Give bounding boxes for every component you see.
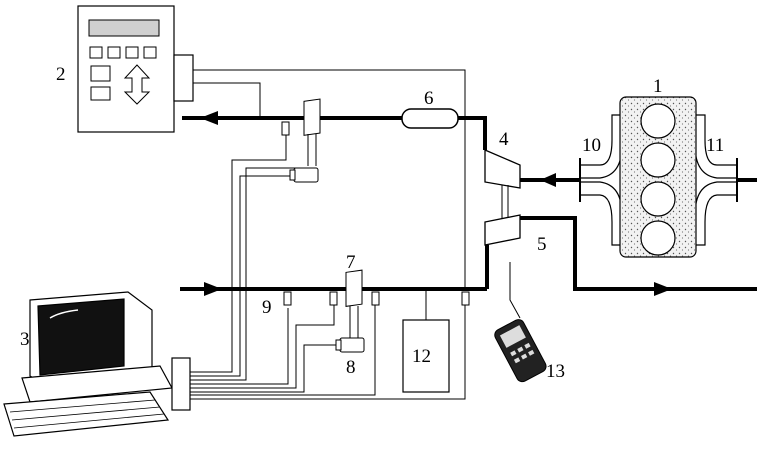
controller-unit (77, 5, 194, 133)
monitor-screen (37, 298, 125, 376)
compressor-wheel (484, 149, 521, 189)
bottom-flowmeter-assembly (335, 269, 365, 353)
controller-key (107, 46, 121, 59)
cylinder (640, 220, 676, 256)
temperature-sensor (283, 291, 292, 306)
computer (3, 291, 191, 437)
label-pressure-transducer: 8 (346, 357, 356, 378)
label-compressor: 4 (499, 129, 509, 150)
pressure-tap (461, 291, 470, 306)
label-engine: 1 (653, 76, 663, 97)
label-unit-12: 12 (412, 346, 431, 367)
label-exhaust-manifold: 11 (706, 135, 724, 156)
controller-key (90, 86, 111, 101)
controller-key (89, 46, 103, 59)
cylinder (640, 103, 676, 139)
pc-interface-connector (171, 357, 191, 411)
meter-display (499, 325, 526, 348)
controller-key (90, 65, 111, 82)
turbocharger (484, 149, 521, 246)
cylinder (640, 181, 676, 217)
label-intercooler: 6 (424, 88, 434, 109)
label-intake-manifold: 10 (582, 135, 601, 156)
label-flowmeter: 7 (346, 252, 356, 273)
component-labels: 1 2 3 4 5 6 7 8 9 10 11 12 13 (20, 64, 724, 382)
arrow-left-top (200, 111, 218, 125)
pressure-tap (329, 291, 338, 306)
handheld-meter (494, 319, 547, 383)
label-turbine: 5 (537, 234, 547, 255)
engine (579, 96, 738, 258)
pressure-tap (371, 291, 380, 306)
label-computer: 3 (20, 329, 30, 350)
arrow-left-intake (540, 173, 556, 187)
label-controller: 2 (56, 64, 66, 85)
arrow-right-exhaust (654, 282, 672, 296)
flow-arrows (200, 111, 672, 296)
turbine-wheel (484, 214, 521, 246)
controller-connector (173, 54, 194, 102)
up-down-arrow-icon (123, 64, 151, 105)
controller-key (125, 46, 139, 59)
sensor-taps (283, 291, 470, 306)
top-flowmeter-assembly (281, 98, 321, 183)
controller-display (88, 19, 160, 37)
cylinder (640, 142, 676, 178)
label-handheld-meter: 13 (546, 361, 565, 382)
label-temperature-sensor: 9 (262, 297, 272, 318)
intercooler (401, 108, 459, 129)
controller-key (143, 46, 157, 59)
unit-12-box (402, 319, 450, 393)
arrow-right-bottom (204, 282, 222, 296)
